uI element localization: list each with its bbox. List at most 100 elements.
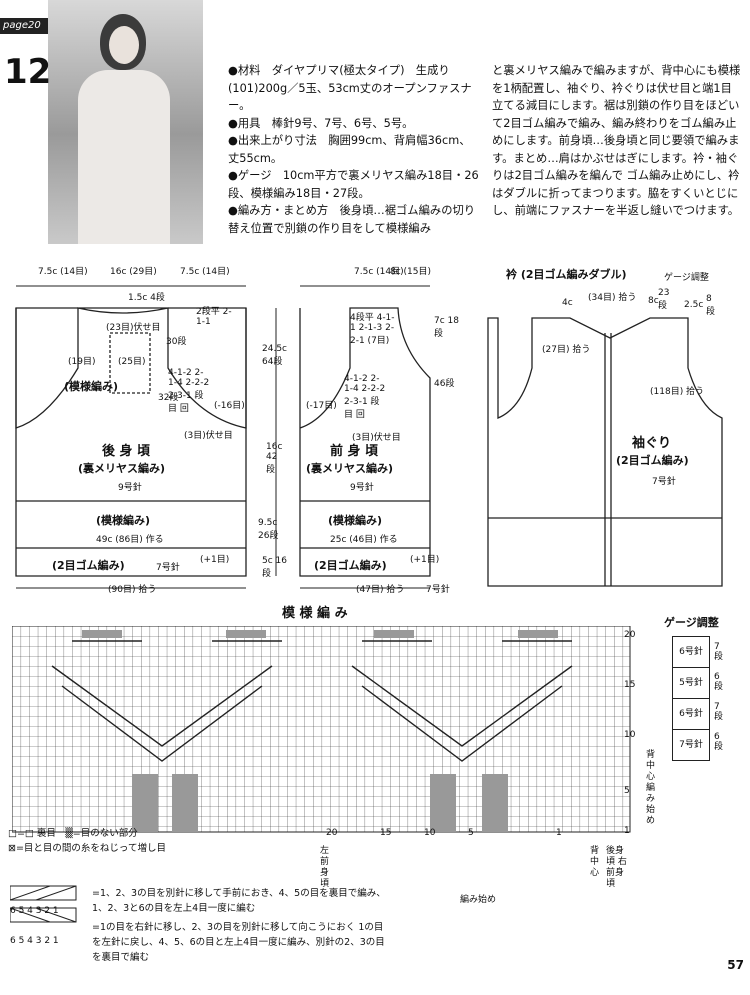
cable-crossings — [51, 640, 573, 762]
gauge-right-4: 6段 — [714, 732, 724, 752]
legend-line-2: ⊠=目と目の間の糸をねじって増し目 — [8, 843, 166, 854]
assembled-vest — [487, 317, 723, 587]
back-needle: 9号針 — [118, 483, 142, 493]
front-side-l: (-17目) — [306, 401, 337, 411]
front-title: 前 身 頃 — [330, 444, 379, 459]
front-bottom-count: 25c (46目) 作る — [330, 535, 398, 545]
instructions-col2: と裏メリヤス編みで編みますが、背中心にも模様を1柄配置し、袖ぐり、衿ぐりは伏せ目… — [492, 64, 741, 217]
front-pickup-needle: 7号針 — [426, 585, 450, 595]
front-rows-b: 4-1-2 2-1-4 2-2-2 2-3-1 段 目 回 — [344, 374, 386, 420]
front-bottom-add: (+1目) — [410, 555, 440, 565]
front-top-right: 8c (15目) — [390, 267, 432, 277]
face — [109, 26, 139, 64]
back-bottom-add: (+1目) — [200, 555, 230, 565]
row-mark-20: 20 — [624, 630, 636, 640]
armhole-stitch: (2目ゴム編み) — [616, 454, 689, 467]
collar-left: (27目) 拾う — [542, 345, 591, 355]
gauge-right-1: 7段 — [714, 642, 724, 662]
col-mark-1: 1 — [556, 828, 562, 838]
size-text: ●出来上がり寸法 胸囲99cm、背肩幅36cm、丈55cm。 — [228, 134, 471, 165]
measure-lines — [16, 285, 430, 589]
col-mark-5: 5 — [468, 828, 474, 838]
chart-title: 模 様 編 み — [282, 606, 348, 621]
armhole-title: 袖ぐり — [632, 436, 672, 451]
chart-center-back: 背中心編み始め — [646, 750, 656, 826]
back-pattern-band: (模様編み) — [96, 514, 151, 527]
measure-rib: 5c 16段 — [262, 556, 287, 579]
back-top-mid: 16c (29目) — [110, 267, 157, 277]
chart-start: 編み始め — [460, 895, 497, 905]
row-mark-1: 1 — [624, 826, 630, 836]
materials-text: ●材料 ダイヤプリマ(極太タイプ) 生成り(101)200g／5玉、53cm丈の… — [228, 64, 472, 112]
cable-note-2: =1の目を右針に移し、2、3の目を別針に移して向こうにおく 1の目を左針に戻し、… — [92, 922, 385, 963]
gauge-panel: 6号針 5号針 6号針 7号針 — [672, 636, 710, 761]
measure-armhole: 24.5c 64段 — [262, 344, 287, 367]
front-needle: 9号針 — [350, 483, 374, 493]
collar-pick: (34目) 拾う — [588, 293, 637, 303]
back-top-left: 7.5c (14目) — [38, 267, 88, 277]
cable-index-2: 6 5 4 3 2 1 — [10, 936, 59, 946]
tools-text: ●用具 棒針9号、7号、6号、5号。 — [228, 116, 414, 130]
legend-line-1: □=□ 裏目 ▒=目のない部分 — [8, 828, 138, 839]
back-pattern-box — [109, 332, 151, 394]
gauge-row-3: 6号針 — [673, 699, 709, 730]
back-side-l: (19目) — [68, 357, 96, 367]
front-stitch: (裏メリヤス編み) — [306, 462, 394, 475]
collar-w4: 4c — [562, 298, 573, 308]
page-tag: page20 — [0, 18, 51, 34]
col-mark-20: 20 — [326, 828, 338, 838]
front-rib: (2目ゴム編み) — [314, 559, 387, 572]
back-rows-a: 2段平 2-1-1 — [196, 307, 232, 327]
instructions-col1: ●材料 ダイヤプリマ(極太タイプ) 生成り(101)200g／5玉、53cm丈の… — [228, 62, 480, 237]
legend: □=□ 裏目 ▒=目のない部分 ⊠=目と目の間の糸をねじって増し目 — [8, 826, 166, 856]
collar-h8: 8c — [648, 296, 659, 306]
page-number: 57 — [727, 958, 744, 972]
chart-left-front: 左前身頃 — [320, 846, 330, 889]
collar-gauge-adj: ゲージ調整 — [664, 273, 709, 283]
col-mark-10: 10 — [424, 828, 436, 838]
front-top-left: 7.5c (14目) — [354, 267, 404, 277]
back-body — [15, 308, 247, 577]
back-side-r: (-16目) — [214, 401, 245, 411]
front-rows-a: 4段平 4-1-1 2-1-3 2-2-1 (7目) — [350, 313, 395, 346]
back-h-pat: 30段 — [166, 337, 187, 347]
back-rows-b: 4-1-2 2-1-4 2-2-2 2-3-1 段 目 回 — [168, 368, 210, 414]
back-stitch: (裏メリヤス編み) — [78, 462, 166, 475]
stitch-chart — [12, 626, 631, 833]
back-pickup: (90目) 拾う — [108, 585, 157, 595]
chart-back-right: 後身頃 右前身頃 — [606, 846, 627, 889]
back-armhole-top: (23目)伏せ目 — [106, 323, 161, 333]
back-rows-c: (3目)伏せ目 — [184, 431, 233, 441]
gauge-row-1: 6号針 — [673, 637, 709, 668]
no-stitch-blocks — [82, 630, 558, 832]
back-pattern-note: (模様編み) — [64, 380, 119, 393]
back-neck: 1.5c 4段 — [128, 293, 165, 303]
front-pattern-band: (模様編み) — [328, 514, 383, 527]
front-neck-h: 7c 18段 — [434, 316, 459, 339]
back-outline — [15, 307, 247, 429]
front-rows-c: (3目)伏せ目 — [352, 433, 401, 443]
measure-pattern: 9.5c 26段 — [258, 518, 279, 541]
armhole-pick: (118目) 拾う — [650, 387, 705, 397]
model-photo — [48, 0, 203, 244]
front-body — [299, 307, 431, 577]
gauge-right-3: 7段 — [714, 702, 724, 722]
gauge-title: ゲージ調整 — [664, 616, 719, 629]
collar-title: 衿 (2目ゴム編みダブル) — [506, 268, 627, 281]
back-rib: (2目ゴム編み) — [52, 559, 125, 572]
back-h-32: 32段 — [158, 393, 179, 403]
collar-w25: 2.5c — [684, 300, 704, 310]
cable-symbols — [10, 885, 77, 923]
row-mark-10: 10 — [624, 730, 636, 740]
chart-back-center: 背中心 — [590, 846, 600, 878]
back-rib-needle: 7号針 — [156, 563, 180, 573]
front-pickup: (47目) 拾う — [356, 585, 405, 595]
gauge-row-4: 7号針 — [679, 740, 703, 750]
back-top-right: 7.5c (14目) — [180, 267, 230, 277]
method-text: ●編み方・まとめ方 後身頃…裾ゴム編みの切り替え位置で別鎖の作り目をして模様編み — [228, 204, 476, 235]
row-mark-15: 15 — [624, 680, 636, 690]
back-title: 後 身 頃 — [102, 444, 151, 459]
knit-vest — [78, 70, 170, 244]
armhole-needle: 7号針 — [652, 477, 676, 487]
gauge-right-2: 6段 — [714, 672, 724, 692]
